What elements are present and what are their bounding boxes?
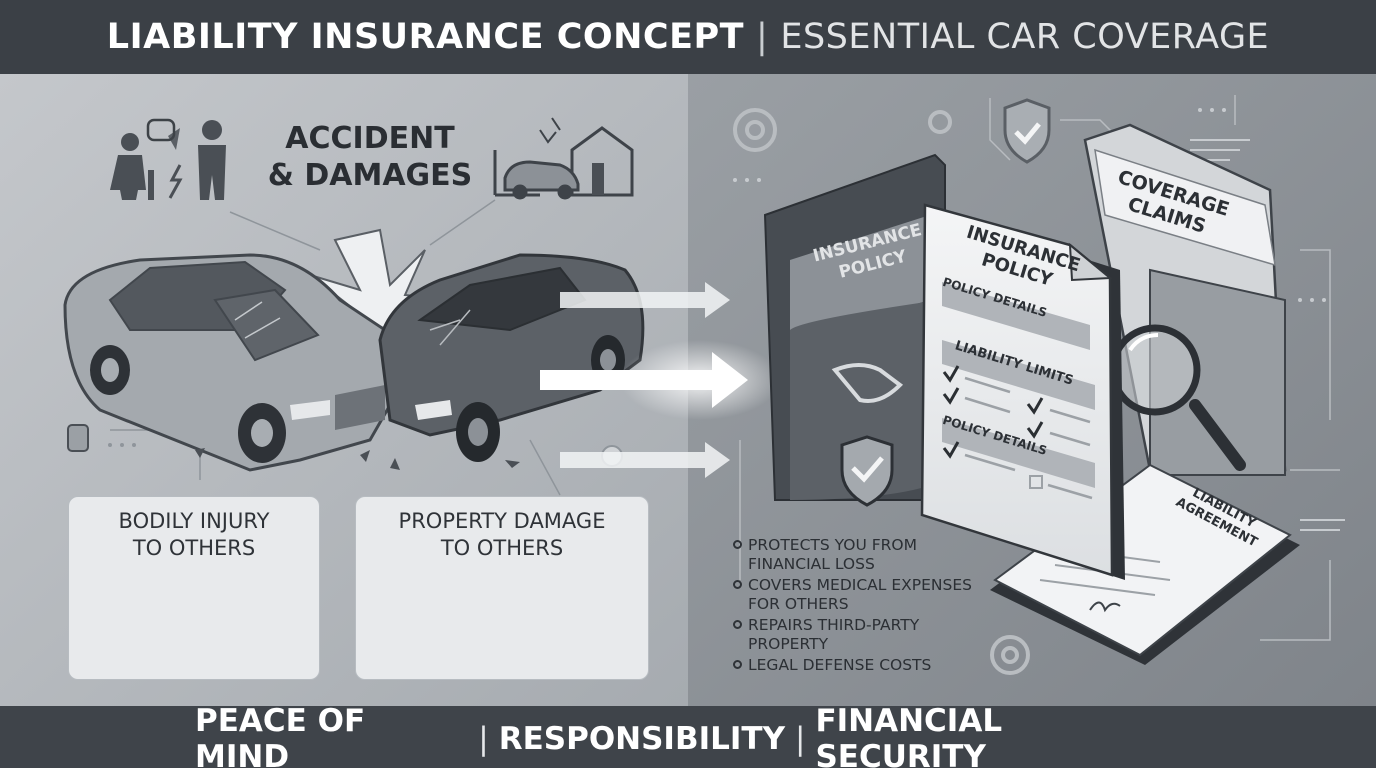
dot-grid-left [108, 443, 136, 447]
silver-car-illustration [63, 253, 394, 472]
footer-item-security: FINANCIAL SECURITY [815, 703, 1003, 768]
bodily-injury-card [68, 496, 320, 680]
people-argument-icon [110, 120, 226, 200]
insurance-folder-illustration [763, 153, 946, 501]
house-crash-icon [493, 117, 634, 200]
dots-right [733, 108, 1326, 302]
benefits-list: PROTECTS YOU FROM FINANCIAL LOSS COVERS … [733, 536, 973, 677]
footer-item-responsibility: RESPONSIBILITY [498, 721, 786, 757]
property-damage-line1: PROPERTY DAMAGE [398, 509, 606, 533]
shield-check-icon [840, 435, 894, 507]
bodily-injury-line2: TO OTHERS [132, 536, 256, 560]
shield-check-icon [1003, 98, 1051, 164]
footer-separator: | [478, 721, 489, 757]
benefit-text: PROTECTS YOU FROM FINANCIAL LOSS [748, 536, 917, 573]
header-banner: LIABILITY INSURANCE CONCEPT | ESSENTIAL … [0, 0, 1376, 74]
transition-arrows [540, 282, 780, 478]
benefit-text: COVERS MEDICAL EXPENSES FOR OTHERS [748, 576, 972, 613]
accident-title-line1: ACCIDENT [285, 121, 455, 156]
benefit-text: LEGAL DEFENSE COSTS [748, 656, 932, 674]
debris-fragments [195, 448, 520, 470]
touch-icon [67, 424, 89, 452]
gear-icon [733, 108, 1030, 675]
footer-tagline: PEACE OF MIND | RESPONSIBILITY | FINANCI… [195, 703, 1181, 768]
list-item: LEGAL DEFENSE COSTS [733, 656, 973, 675]
header-subtitle: ESSENTIAL CAR COVERAGE [780, 17, 1270, 57]
bullet-icon [733, 660, 742, 669]
benefit-text: REPAIRS THIRD-PARTY PROPERTY [748, 616, 920, 653]
property-damage-line2: TO OTHERS [440, 536, 564, 560]
bullet-icon [733, 620, 742, 629]
accident-title: ACCIDENT & DAMAGES [255, 120, 485, 194]
list-item: REPAIRS THIRD-PARTY PROPERTY [733, 616, 973, 654]
insurance-policy-document-illustration [920, 203, 1125, 580]
accident-title-line2: & DAMAGES [267, 158, 473, 193]
footer-banner [0, 706, 1376, 768]
magnifying-glass-icon [1109, 324, 1246, 471]
bodily-injury-title: BODILY INJURY TO OTHERS [68, 508, 320, 562]
bodily-injury-line1: BODILY INJURY [118, 509, 270, 533]
header-title: LIABILITY INSURANCE CONCEPT [106, 17, 745, 57]
footer-item-peace: PEACE OF MIND [195, 703, 366, 768]
speech-bubble-icon [146, 118, 176, 142]
bullet-icon [733, 540, 742, 549]
header-separator: | [756, 17, 769, 57]
bullet-icon [733, 580, 742, 589]
list-item: COVERS MEDICAL EXPENSES FOR OTHERS [733, 576, 973, 614]
footer-separator: | [795, 721, 806, 757]
checkmark-icon [942, 365, 1044, 459]
line-marks-right [1190, 139, 1345, 531]
property-damage-title: PROPERTY DAMAGE TO OTHERS [355, 508, 649, 562]
list-item: PROTECTS YOU FROM FINANCIAL LOSS [733, 536, 973, 574]
property-damage-card [355, 496, 649, 680]
